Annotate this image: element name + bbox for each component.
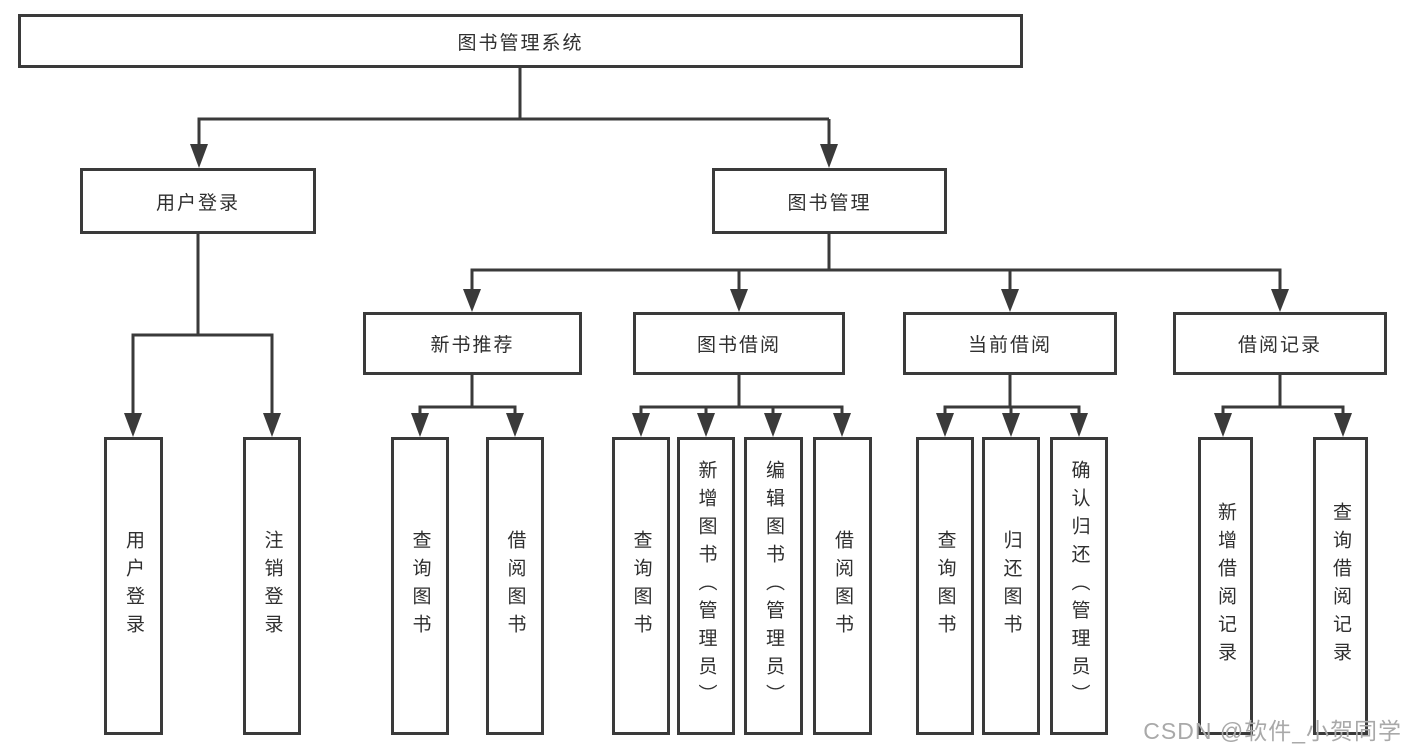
leaf-cb-query-books: 查询图书: [916, 437, 974, 735]
leaf-user-login: 用户登录: [104, 437, 163, 735]
leaf-nbr-borrow-books: 借阅图书: [486, 437, 544, 735]
watermark: CSDN @软件_小贺同学: [1143, 718, 1402, 744]
leaf-cb-confirm-return-admin: 确认归还（管理员）: [1050, 437, 1108, 735]
leaf-bb-borrow-books: 借阅图书: [813, 437, 872, 735]
leaf-cb-return-books: 归还图书: [982, 437, 1040, 735]
leaf-bb-query-books: 查询图书: [612, 437, 670, 735]
node-root-label: 图书管理系统: [457, 32, 584, 54]
node-new-book-recommend: 新书推荐: [363, 312, 582, 375]
node-book-borrowing: 图书借阅: [633, 312, 845, 375]
node-user-login: 用户登录: [80, 168, 316, 234]
leaf-bb-add-books-admin: 新增图书（管理员）: [677, 437, 735, 735]
node-current-borrowing: 当前借阅: [903, 312, 1117, 375]
node-borrowing-records: 借阅记录: [1173, 312, 1387, 375]
leaf-br-query-record: 查询借阅记录: [1313, 437, 1368, 735]
leaf-logout: 注销登录: [243, 437, 301, 735]
leaf-nbr-query-books: 查询图书: [391, 437, 449, 735]
leaf-bb-edit-books-admin: 编辑图书（管理员）: [744, 437, 803, 735]
node-book-borrowing-label: 图书借阅: [696, 335, 781, 356]
node-new-book-recommend-label: 新书推荐: [430, 335, 515, 356]
node-book-management-label: 图书管理: [787, 192, 872, 214]
node-borrowing-records-label: 借阅记录: [1237, 335, 1322, 356]
node-current-borrowing-label: 当前借阅: [967, 335, 1052, 356]
node-root: 图书管理系统: [18, 14, 1023, 68]
leaf-br-add-record: 新增借阅记录: [1198, 437, 1253, 735]
node-user-login-label: 用户登录: [155, 192, 240, 214]
node-book-management: 图书管理: [712, 168, 947, 234]
